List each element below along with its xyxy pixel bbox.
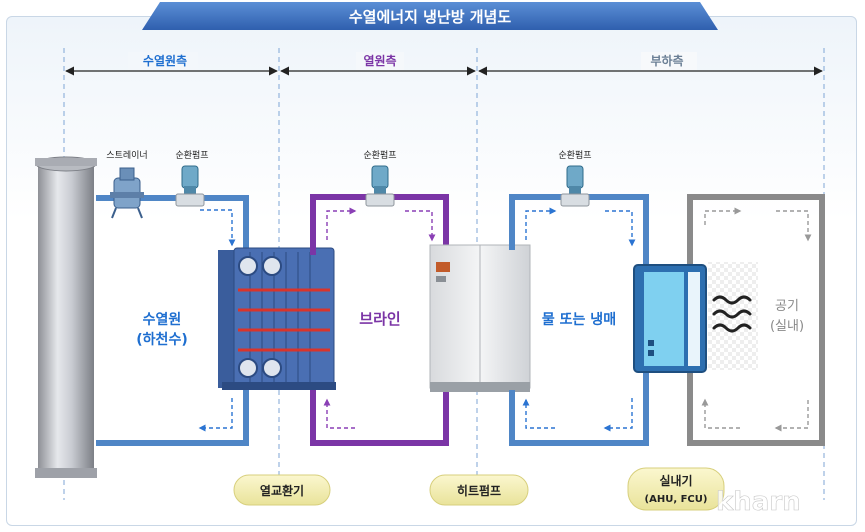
title-banner: 수열에너지 냉난방 개념도 — [142, 2, 718, 30]
circulation-pump-icon-3 — [560, 165, 590, 207]
source-flow-arrows — [198, 209, 236, 432]
indoor-unit-label-line1: 실내기 — [659, 473, 692, 488]
section-label-heat: 열원측 — [363, 53, 396, 68]
page-title: 수열에너지 냉난방 개념도 — [349, 8, 511, 26]
circulation-pump-icon-2 — [365, 165, 395, 207]
air-flow-arrows — [701, 207, 812, 432]
indoor-unit-icon — [633, 264, 707, 373]
heat-pump-label: 히트펌프 — [457, 483, 501, 498]
heat-exchanger-label: 열교환기 — [260, 483, 304, 498]
air-label-line1: 공기 — [775, 299, 799, 314]
heat-exchanger-icon — [218, 247, 336, 390]
river-pipe — [35, 156, 97, 478]
source-label-line2: (하천수) — [136, 331, 187, 348]
source-water-loop — [96, 195, 249, 446]
indoor-unit-label-line2: (AHU, FCU) — [645, 494, 708, 505]
source-label-line1: 수열원 — [143, 311, 182, 328]
circulation-pump-icon — [175, 165, 205, 207]
pump3-label: 순환펌프 — [558, 149, 591, 161]
air-label-line2: (실내) — [770, 319, 804, 334]
indoor-unit-pill: 실내기 (AHU, FCU) — [627, 467, 725, 511]
air-wave-icon — [708, 262, 758, 370]
strainer-icon — [110, 167, 144, 219]
section-label-load: 부하측 — [650, 53, 683, 68]
water-label: 물 또는 냉매 — [542, 312, 616, 328]
pump2-label: 순환펌프 — [363, 149, 396, 161]
air-loop — [687, 194, 825, 446]
pump1-label: 순환펌프 — [175, 149, 208, 161]
load-flow-arrows — [522, 207, 636, 432]
watermark-logo: kharn — [716, 487, 801, 517]
section-label-source: 수열원측 — [143, 53, 187, 68]
heat-pump-icon — [429, 244, 531, 392]
heat-exchanger-pill: 열교환기 — [233, 474, 331, 506]
heat-pump-pill: 히트펌프 — [429, 474, 529, 506]
strainer-label: 스트레이너 — [106, 150, 147, 161]
brine-flow-arrows — [323, 207, 436, 429]
brine-label: 브라인 — [359, 310, 400, 328]
